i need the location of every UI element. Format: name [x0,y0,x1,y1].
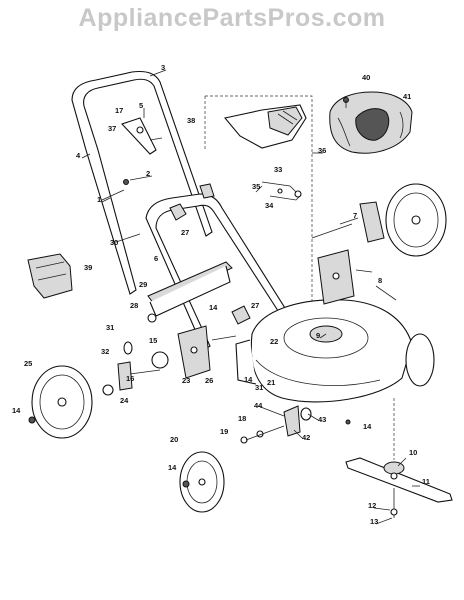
callout-c12: 12 [368,501,376,510]
wheel-25 [28,365,93,439]
blade [345,398,453,518]
control-lever [121,117,163,155]
callout-c40: 40 [362,73,370,82]
rear-deflector [147,261,233,323]
callout-c38: 38 [187,116,195,125]
callout-c24: 24 [120,396,129,405]
callout-c14e: 14 [168,463,177,472]
mower-deck [235,299,413,403]
callout-c41: 41 [403,92,411,101]
callout-labels: 1234567891011121314141414141516171819202… [12,63,430,526]
callout-c43: 43 [318,415,326,424]
callout-c26: 26 [205,376,213,385]
callout-c6: 6 [154,254,158,263]
height-adjuster-rear [177,325,237,379]
callout-c23: 23 [182,376,190,385]
upper-handle [71,70,213,295]
callout-c14a: 14 [209,303,218,312]
callout-c25: 25 [24,359,32,368]
watermark: AppliancePartsPros.com [78,4,386,32]
height-adjuster-front [317,249,373,305]
callout-c21: 21 [267,378,275,387]
leader-lines [81,69,420,525]
axle-parts-front [240,405,351,444]
callout-c27b: 27 [251,301,259,310]
callout-c31b: 31 [255,383,263,392]
axle-parts-left [102,341,169,396]
callout-c4: 4 [76,151,81,160]
callout-c16: 16 [126,374,134,383]
inset-box [204,95,313,340]
callout-c22: 22 [270,337,278,346]
wheel-upper-right [311,183,447,257]
callout-c10: 10 [409,448,417,457]
callout-c14c: 14 [12,406,21,415]
callout-c13: 13 [370,517,378,526]
bag-hook-assembly [255,181,302,201]
callout-c14d: 14 [363,422,372,431]
wheel-right-front [405,333,435,387]
callout-c9: 9 [316,331,320,340]
callout-c15: 15 [149,336,157,345]
callout-c44: 44 [254,401,263,410]
wheel-20 [179,451,225,513]
callout-c27a: 27 [181,228,189,237]
callout-c5: 5 [139,101,143,110]
callout-c2: 2 [146,169,150,178]
callout-c8: 8 [378,276,382,285]
callout-c17: 17 [115,106,123,115]
callout-c31a: 31 [106,323,114,332]
callout-c42: 42 [302,433,310,442]
callout-c36: 36 [318,146,326,155]
callout-c19: 19 [220,427,228,436]
callout-c35: 35 [252,182,260,191]
callout-c33: 33 [274,165,282,174]
callout-c11: 11 [422,477,430,486]
callout-c37: 37 [108,124,116,133]
callout-c7: 7 [353,211,357,220]
callout-c14b: 14 [244,375,253,384]
callout-c28: 28 [130,301,138,310]
catcher-bracket [27,253,73,299]
bolts-1-30 [101,179,141,243]
callout-c39: 39 [84,263,92,272]
callout-c3: 3 [161,63,165,72]
handle-knobs [169,183,251,325]
screw-40 [343,97,349,108]
callout-c18: 18 [238,414,246,423]
grass-bag-cover [223,104,307,149]
callout-c30: 30 [110,238,118,247]
lower-handle [145,193,291,351]
callout-c20: 20 [170,435,178,444]
callout-c34: 34 [265,201,274,210]
callout-c29: 29 [139,280,147,289]
engine-cover [329,91,413,154]
callout-c1: 1 [97,195,101,204]
callout-c32: 32 [101,347,109,356]
